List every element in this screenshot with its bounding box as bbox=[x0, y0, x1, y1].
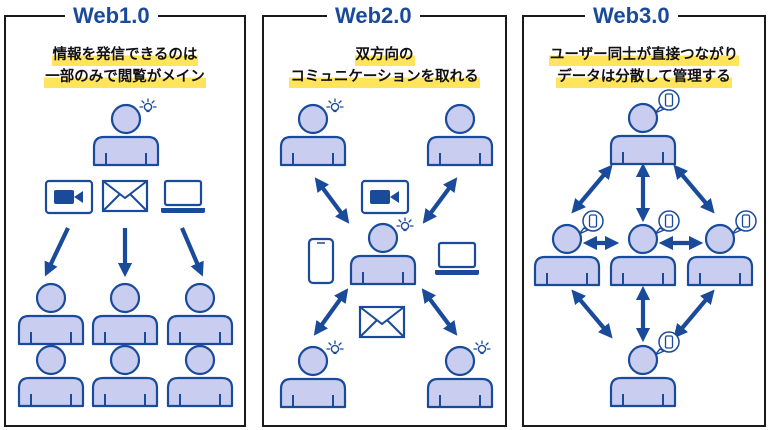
envelope-icon bbox=[358, 305, 406, 339]
person-icon bbox=[349, 222, 417, 286]
laptop-icon bbox=[435, 241, 479, 275]
person-icon bbox=[279, 103, 347, 167]
web2-caption: 双方向の コミュニケーションを取れる bbox=[262, 44, 507, 88]
web1-caption: 情報を発信できるのは 一部のみで閲覧がメイン bbox=[4, 44, 246, 88]
person-icon bbox=[17, 282, 85, 346]
person-icon bbox=[426, 103, 494, 167]
bidirectional-arrow-icon bbox=[421, 288, 458, 336]
laptop-icon bbox=[161, 179, 205, 213]
person-icon bbox=[609, 344, 677, 408]
bidirectional-arrow-icon bbox=[422, 177, 458, 224]
video-camera-icon bbox=[360, 179, 410, 215]
person-icon bbox=[426, 345, 494, 409]
arrow-icon bbox=[44, 227, 70, 277]
lightbulb-icon bbox=[326, 340, 344, 355]
bidirectional-arrow-icon bbox=[673, 289, 715, 339]
person-icon bbox=[91, 344, 159, 408]
web1-caption-line2: 一部のみで閲覧がメイン bbox=[44, 66, 206, 88]
arrow-icon bbox=[180, 227, 204, 277]
web3-caption: ユーザー同士が直接つながり データは分散して管理する bbox=[522, 44, 766, 88]
person-icon bbox=[166, 344, 234, 408]
video-camera-icon bbox=[44, 179, 94, 215]
smartphone-icon bbox=[307, 237, 335, 285]
web1-caption-line1: 情報を発信できるのは bbox=[51, 44, 199, 66]
web2-caption-line2: コミュニケーションを取れる bbox=[289, 66, 480, 88]
lightbulb-icon bbox=[326, 98, 344, 113]
speech-bubble-phone-icon bbox=[654, 210, 680, 235]
bidirectional-arrow-icon bbox=[571, 164, 613, 214]
web3-caption-line2: データは分散して管理する bbox=[556, 66, 732, 88]
lightbulb-icon bbox=[473, 340, 491, 355]
speech-bubble-phone-icon bbox=[731, 210, 757, 235]
person-icon bbox=[166, 282, 234, 346]
bidirectional-arrow-icon bbox=[673, 164, 715, 214]
web2-caption-line1: 双方向の bbox=[354, 44, 415, 66]
web1-title: Web1.0 bbox=[65, 2, 158, 30]
person-icon bbox=[91, 282, 159, 346]
bidirectional-arrow-icon bbox=[314, 177, 350, 224]
person-icon bbox=[609, 102, 677, 166]
person-icon bbox=[609, 223, 677, 287]
lightbulb-icon bbox=[396, 217, 414, 232]
speech-bubble-phone-icon bbox=[654, 331, 680, 356]
speech-bubble-phone-icon bbox=[578, 210, 604, 235]
person-icon bbox=[686, 223, 754, 287]
bidirectional-arrow-icon bbox=[313, 288, 349, 336]
web3-title: Web3.0 bbox=[585, 2, 678, 30]
person-icon bbox=[92, 103, 160, 167]
person-icon bbox=[279, 345, 347, 409]
person-icon bbox=[17, 344, 85, 408]
lightbulb-icon bbox=[139, 98, 157, 113]
person-icon bbox=[533, 223, 601, 287]
web2-title: Web2.0 bbox=[327, 2, 420, 30]
envelope-icon bbox=[101, 179, 149, 213]
speech-bubble-phone-icon bbox=[654, 89, 680, 114]
bidirectional-arrow-icon bbox=[571, 289, 613, 339]
web3-caption-line1: ユーザー同士が直接つながり bbox=[548, 44, 740, 66]
